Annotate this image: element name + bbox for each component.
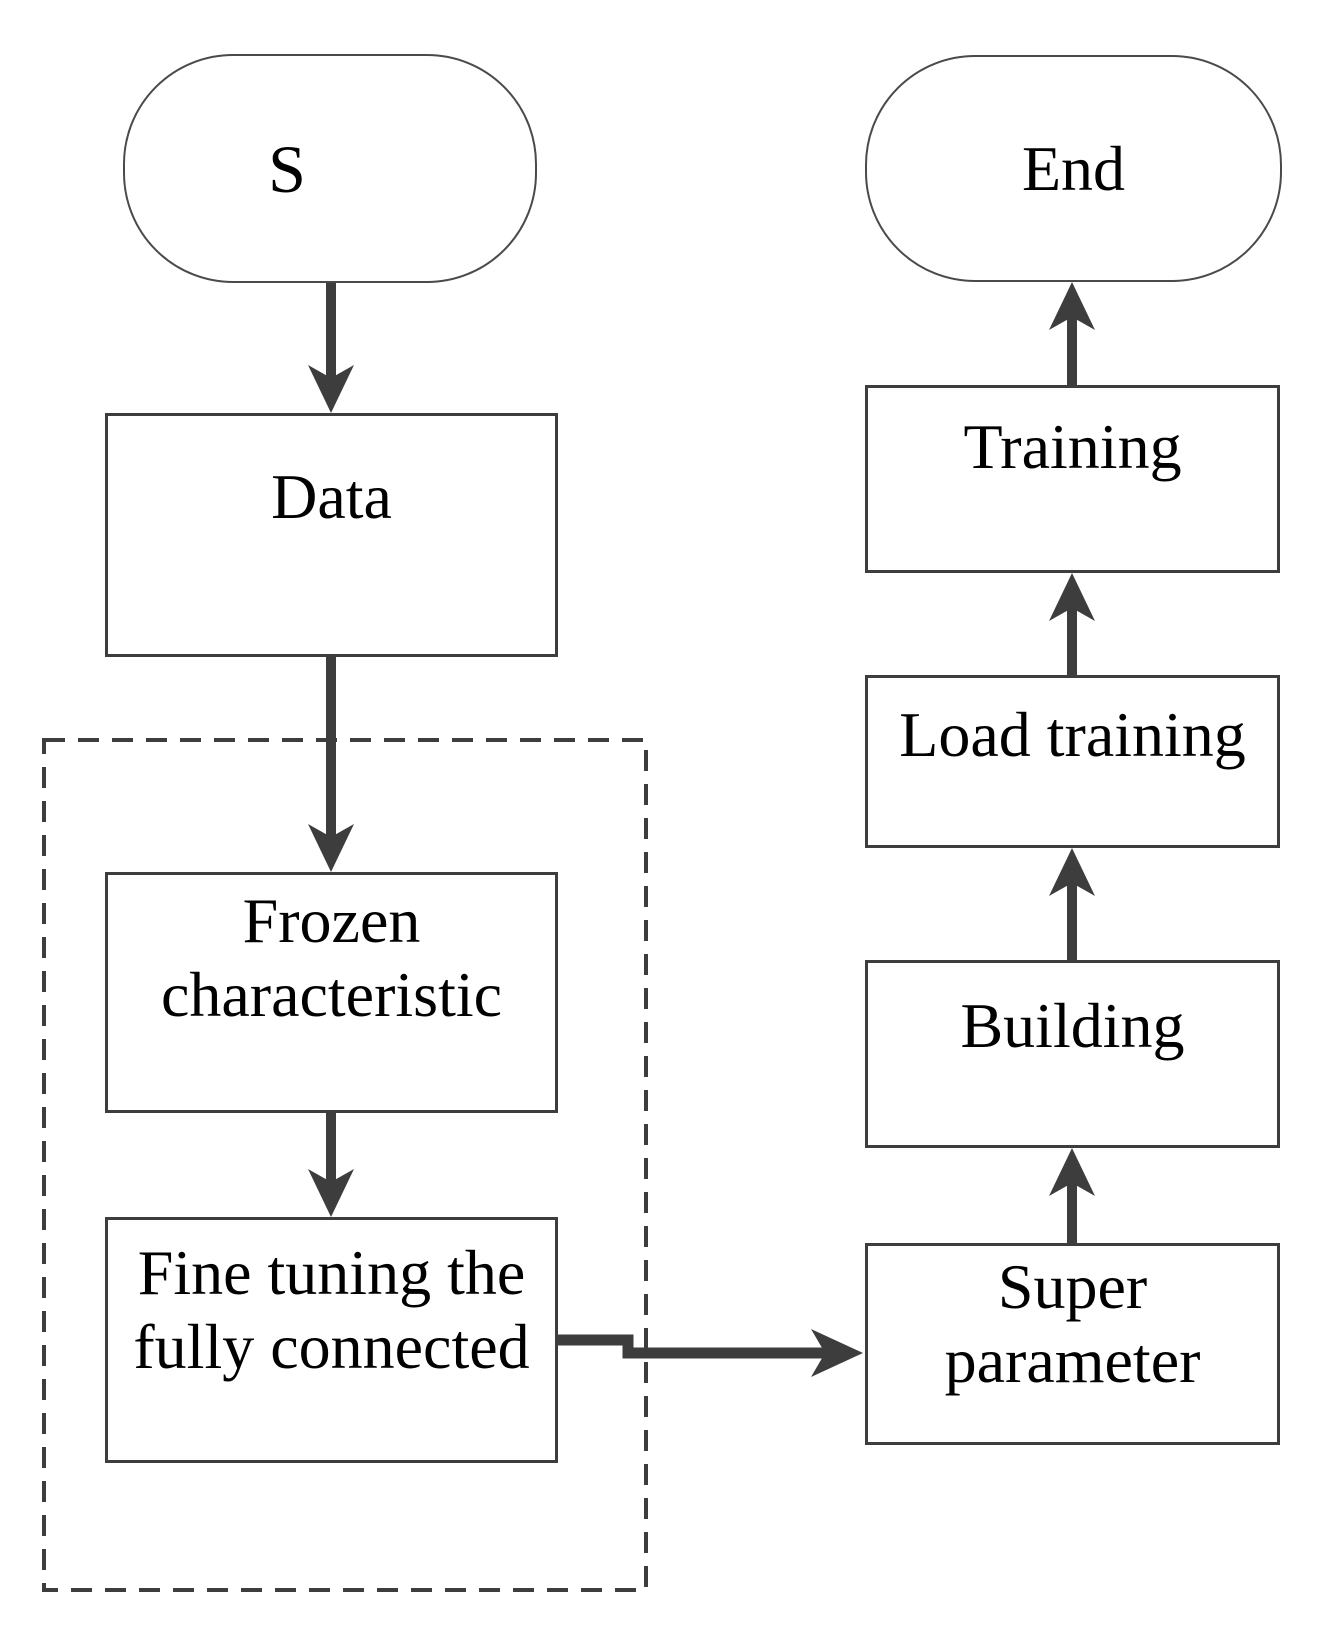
node-load-training-label: Load training (899, 699, 1246, 770)
node-training: Training (865, 385, 1280, 573)
node-end: End (865, 55, 1282, 282)
node-building: Building (865, 960, 1280, 1148)
arrow-frozen-to-fine-tuning (308, 1113, 354, 1217)
node-load-training: Load training (865, 675, 1280, 848)
arrow-training-to-end (1049, 282, 1095, 385)
arrow-building-to-load-training (1049, 848, 1095, 960)
node-super-parameter: Super parameter (865, 1243, 1280, 1445)
arrow-fine-tuning-to-super-parameter (558, 1329, 863, 1377)
node-start: S (123, 54, 537, 283)
node-data: Data (105, 413, 558, 657)
node-frozen-characteristic-label: Frozen characteristic (160, 885, 503, 1030)
node-fine-tuning-label: Fine tuning the fully connected (133, 1237, 530, 1382)
arrow-data-to-frozen (308, 657, 354, 872)
arrow-super-parameter-to-building (1049, 1148, 1095, 1243)
node-frozen-characteristic: Frozen characteristic (105, 872, 558, 1113)
dashed-group-outline (42, 738, 648, 1592)
arrow-start-to-data (308, 283, 354, 413)
node-end-label: End (1021, 132, 1126, 204)
node-fine-tuning: Fine tuning the fully connected (105, 1217, 558, 1463)
node-building-label: Building (960, 990, 1185, 1061)
node-data-label: Data (271, 461, 392, 532)
node-super-parameter-label: Super parameter (944, 1251, 1201, 1396)
node-start-label: S (268, 130, 306, 207)
arrow-load-training-to-training (1049, 573, 1095, 675)
node-training-label: Training (963, 411, 1182, 482)
